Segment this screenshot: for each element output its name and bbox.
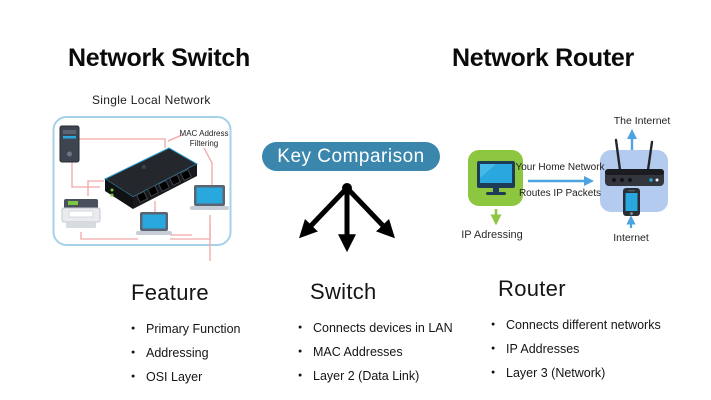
switch-heading: Switch: [310, 279, 377, 304]
printer-icon: [61, 199, 101, 228]
router-flow-diagram: The Internet Internet: [461, 115, 671, 244]
monitor-icon: [477, 161, 515, 195]
key-comparison-pill: Key Comparison: [262, 142, 440, 171]
feature-heading: Feature: [131, 280, 209, 305]
single-local-network-caption: Single Local Network: [92, 93, 211, 107]
switch-list: Connects devices in LAN MAC Addresses La…: [298, 316, 483, 388]
switch-device-icon: [103, 147, 199, 209]
ip-addressing-label: IP Adressing: [461, 229, 523, 241]
list-item: Primary Function: [131, 317, 316, 341]
arrow-right-icon: [345, 186, 395, 239]
switch-lan-diagram: MAC Address Filtering: [52, 116, 232, 261]
list-item: Addressing: [131, 341, 316, 365]
smartphone-icon: [623, 188, 640, 216]
list-item: Layer 2 (Data Link): [298, 364, 483, 388]
network-router-title: Network Router: [452, 44, 634, 72]
desktop-tower-icon: [59, 125, 80, 163]
routes-ip-packets-label: Routes IP Packets: [519, 188, 601, 199]
list-item: Connects devices in LAN: [298, 316, 483, 340]
arrow-left-icon: [299, 186, 349, 239]
router-heading: Router: [498, 276, 566, 301]
laptop-icon-center: [136, 212, 172, 235]
list-item: Connects different networks: [491, 313, 676, 337]
feature-column: Feature Primary Function Addressing OSI …: [131, 280, 316, 389]
router-list: Connects different networks IP Addresses…: [491, 313, 676, 385]
list-item: Layer 3 (Network): [491, 361, 676, 385]
network-cables: [71, 134, 213, 261]
list-item: MAC Addresses: [298, 340, 483, 364]
router-column: Router Connects different networks IP Ad…: [491, 276, 676, 385]
switch-column: Switch Connects devices in LAN MAC Addre…: [298, 279, 483, 388]
mac-address-callout-line2: Filtering: [190, 139, 218, 148]
network-switch-title: Network Switch: [68, 44, 250, 72]
router-device-icon: [605, 138, 664, 186]
mac-address-callout-line1: MAC Address: [180, 129, 229, 138]
branching-arrows: [299, 183, 395, 253]
home-network-label: Your Home Network: [515, 162, 605, 173]
feature-list: Primary Function Addressing OSI Layer: [131, 317, 316, 389]
laptop-icon-right: [190, 185, 229, 210]
list-item: OSI Layer: [131, 365, 316, 389]
the-internet-label: The Internet: [614, 115, 671, 127]
internet-label: Internet: [613, 232, 649, 244]
list-item: IP Addresses: [491, 337, 676, 361]
